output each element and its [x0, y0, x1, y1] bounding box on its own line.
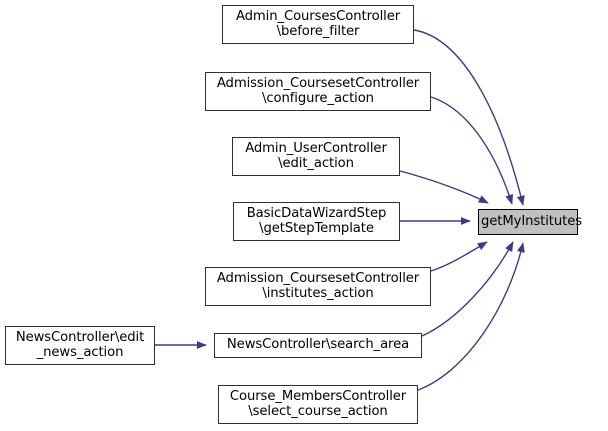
node-label: NewsController\search_area — [226, 337, 410, 353]
edge-admission-courseset-controller-institutes-action — [430, 241, 488, 272]
edge-admin-user-controller-edit-action — [399, 170, 489, 204]
edge-news-controller-search-area — [421, 241, 514, 337]
node-admission-courseset-controller-institutes-action[interactable]: Admission_CoursesetController \institute… — [205, 267, 431, 306]
node-news-controller-search-area[interactable]: NewsController\search_area — [214, 333, 422, 358]
node-label: Admission_CoursesetController \institute… — [216, 271, 420, 301]
edge-course-members-controller-select-course-action — [417, 242, 525, 391]
node-basic-data-wizard-step-get-step-template[interactable]: BasicDataWizardStep \getStepTemplate — [233, 202, 400, 241]
edge-admin-courses-controller-before-filter — [413, 29, 525, 206]
edge-admission-courseset-controller-configure-action — [430, 96, 514, 205]
node-news-controller-edit-news-action[interactable]: NewsController\edit _news_action — [5, 326, 155, 365]
node-label: Course_MembersController \select_course_… — [229, 389, 407, 419]
node-label: BasicDataWizardStep \getStepTemplate — [246, 206, 387, 236]
node-label: Admin_CoursesController \before_filter — [235, 9, 401, 39]
node-label: NewsController\edit _news_action — [15, 330, 145, 360]
node-admin-user-controller-edit-action[interactable]: Admin_UserController \edit_action — [232, 137, 400, 176]
node-admission-courseset-controller-configure-action[interactable]: Admission_CoursesetController \configure… — [205, 72, 431, 111]
node-admin-courses-controller-before-filter[interactable]: Admin_CoursesController \before_filter — [222, 5, 414, 44]
node-get-my-institutes[interactable]: getMyInstitutes — [478, 209, 582, 235]
node-label: Admission_CoursesetController \configure… — [216, 76, 420, 106]
node-label: Admin_UserController \edit_action — [245, 141, 387, 171]
node-course-members-controller-select-course-action[interactable]: Course_MembersController \select_course_… — [218, 385, 418, 424]
node-label: getMyInstitutes — [481, 213, 582, 229]
